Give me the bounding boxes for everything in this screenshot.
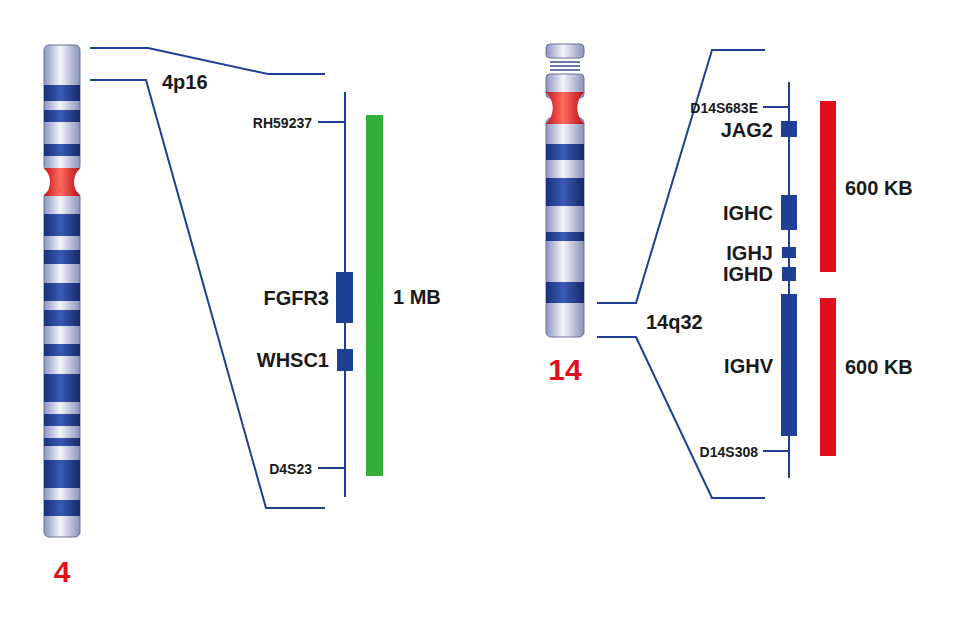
gene-name: IGHC xyxy=(723,203,773,223)
marker-name: D14S683E xyxy=(690,101,758,115)
band-name: 14q32 xyxy=(646,312,703,332)
size-label: 600 KB xyxy=(845,178,913,198)
marker-name: D4S23 xyxy=(269,462,312,476)
gene-name: IGHV xyxy=(724,356,773,376)
size-label: 1 MB xyxy=(393,287,441,307)
gene-name: IGHJ xyxy=(726,243,773,263)
chromosome-number: 14 xyxy=(548,355,581,385)
chromosome-14 xyxy=(546,44,584,337)
marker-name: D14S308 xyxy=(700,445,758,459)
map-14q32 xyxy=(763,82,836,478)
gene-name: WHSC1 xyxy=(257,350,329,370)
gene-name: FGFR3 xyxy=(263,288,329,308)
gene-name: IGHD xyxy=(723,264,773,284)
zoom-lines xyxy=(90,48,325,508)
band-name: 4p16 xyxy=(162,72,208,92)
marker-name: RH59237 xyxy=(253,116,312,130)
chromosome-number: 4 xyxy=(54,557,71,587)
gene-name: JAG2 xyxy=(721,120,773,140)
chromosome-4 xyxy=(44,45,80,537)
size-label: 600 KB xyxy=(845,357,913,377)
